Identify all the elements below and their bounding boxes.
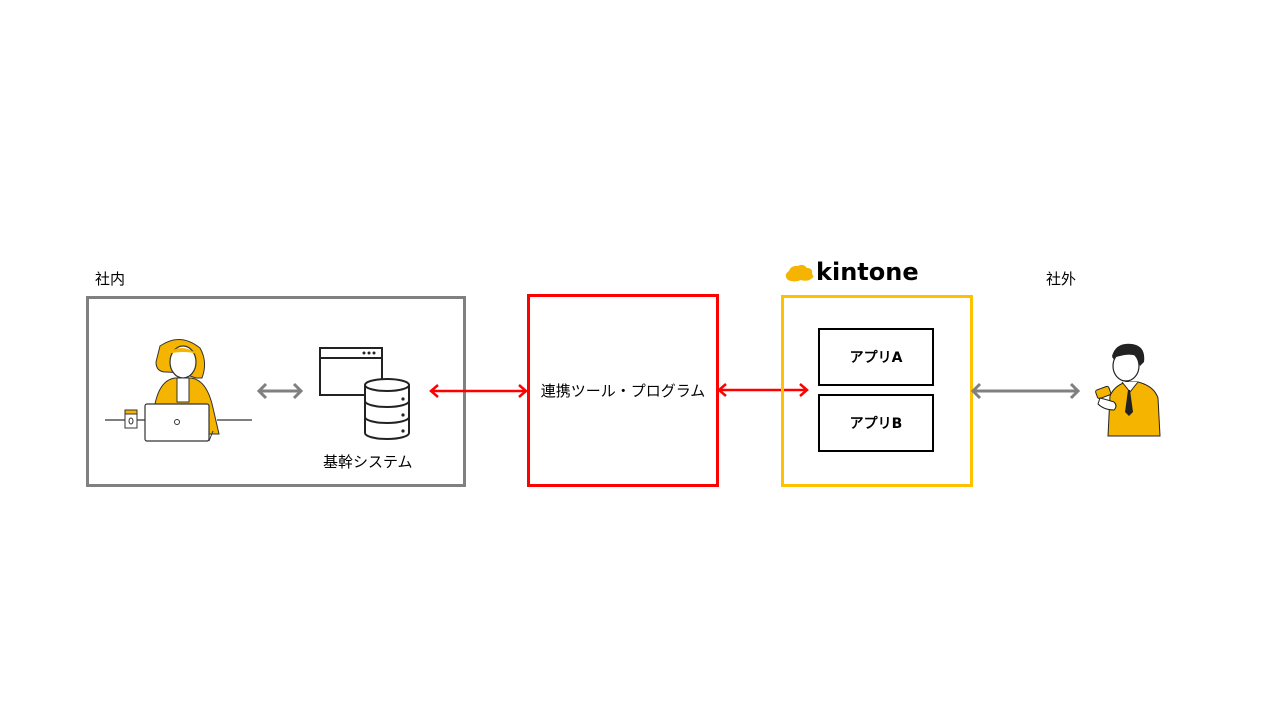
gray-double-arrow (256, 382, 304, 400)
core-system-label: 基幹システム (323, 453, 413, 471)
red-double-arrow-right (717, 383, 809, 397)
red-double-arrow-left (429, 384, 528, 398)
app-b-box: アプリB (818, 394, 934, 452)
app-b-label: アプリB (849, 416, 903, 432)
kintone-logo-text: kintone (816, 258, 919, 286)
integration-tool-label: 連携ツール・プログラム (540, 382, 706, 400)
businessman-icon (1095, 343, 1161, 437)
app-a-box: アプリA (818, 328, 934, 386)
external-label: 社外 (1046, 270, 1077, 288)
kintone-area (781, 295, 973, 487)
internal-label: 社内 (95, 270, 126, 288)
gray-double-arrow-external (970, 382, 1081, 400)
app-a-label: アプリA (849, 350, 903, 366)
database-window-icon (319, 347, 410, 440)
integration-tool-box: 連携ツール・プログラム (527, 294, 719, 487)
kintone-cloud-icon (785, 264, 814, 282)
office-worker-icon (105, 339, 252, 442)
